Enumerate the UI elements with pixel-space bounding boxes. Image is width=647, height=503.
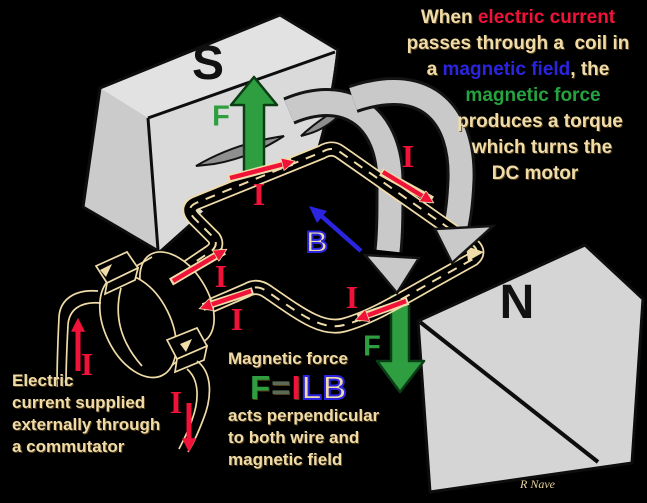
lead-wire-right xyxy=(178,360,211,453)
force-equation-note: Magnetic force F=ILB acts perpendicular … xyxy=(228,348,379,471)
force-note-line-4: magnetic field xyxy=(228,450,343,469)
field-arrow xyxy=(309,206,363,253)
title-line-5: produces a torque xyxy=(457,111,623,132)
current-label-supply-in: I xyxy=(80,346,94,382)
current-label-front: I xyxy=(345,279,359,315)
commutator xyxy=(94,250,215,379)
force-note-line-2: acts perpendicular xyxy=(228,406,380,425)
title-line-3: a magnetic field, the xyxy=(426,59,610,80)
title-line-7: DC motor xyxy=(491,163,579,184)
commutator-note-line-1: Electric xyxy=(12,371,74,390)
commutator-note-line-3: externally through xyxy=(12,415,161,434)
author-credit: R Nave xyxy=(520,477,555,491)
current-label-supply-out: I xyxy=(169,384,183,420)
coil-wire xyxy=(147,141,485,342)
s-magnet-left-face xyxy=(83,88,158,250)
force-formula: F=ILB xyxy=(250,369,348,406)
current-label-top: I xyxy=(252,176,266,212)
force-arrow-down xyxy=(375,294,426,394)
electric-current-highlight: electric current xyxy=(477,7,616,28)
commutator-note-line-4: a commutator xyxy=(12,437,125,456)
current-arrows xyxy=(71,162,432,453)
force-note-line-3: to both wire and xyxy=(228,428,360,447)
magnetic-field-highlight: magnetic field xyxy=(442,59,571,80)
wire-corner-highlight xyxy=(466,246,484,261)
s-magnet-top-face xyxy=(100,15,338,118)
torque-arrow-left xyxy=(283,88,405,253)
force-label-down: F xyxy=(363,330,381,363)
torque-arrow-right xyxy=(348,77,476,233)
s-magnet xyxy=(81,13,340,254)
commutator-note: Electric current supplied externally thr… xyxy=(12,370,160,458)
current-label-lead-down: I xyxy=(230,301,244,337)
n-magnet-edge-line xyxy=(418,320,600,464)
north-pole-label: N xyxy=(499,276,535,329)
current-label-lead-up: I xyxy=(214,258,228,294)
current-label-right-side: I xyxy=(401,138,415,174)
field-label: B xyxy=(305,226,329,259)
commutator-note-line-2: current supplied xyxy=(12,393,146,412)
force-note-line-1: Magnetic force xyxy=(228,349,348,368)
n-magnet xyxy=(416,243,645,494)
title-line-2: passes through a coil in xyxy=(406,33,630,54)
magnetic-force-highlight: magnetic force xyxy=(465,85,601,106)
title-line-6: which turns the xyxy=(471,137,613,158)
torque-arrowhead-right xyxy=(433,224,497,266)
title-caption: When electric current passes through a c… xyxy=(390,5,646,187)
force-label-up: F xyxy=(212,100,230,133)
south-pole-label: S xyxy=(191,37,225,90)
torque-arrowhead-left xyxy=(362,253,422,296)
force-arrow-up xyxy=(229,75,279,175)
lead-wire-left xyxy=(56,289,102,388)
title-line-1: When electric current xyxy=(420,7,616,28)
